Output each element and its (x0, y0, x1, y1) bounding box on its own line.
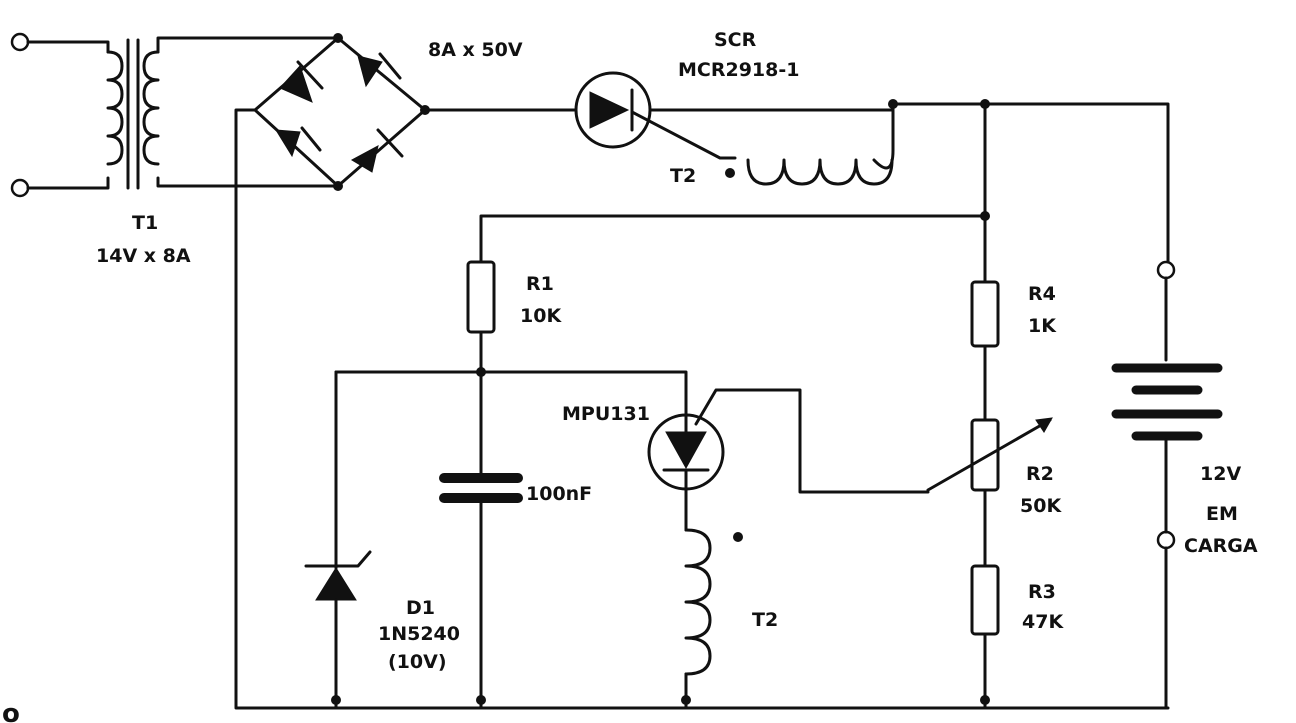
r3-value: 47K (1022, 611, 1064, 633)
corner-mark: o (2, 699, 20, 723)
mpu-name: MPU131 (562, 403, 650, 425)
r1-value: 10K (520, 305, 562, 327)
r4-value: 1K (1028, 315, 1057, 337)
t2-secondary-coil (725, 99, 898, 186)
r1-name: R1 (526, 273, 554, 295)
divider-column (926, 102, 1053, 710)
batt-voltage: 12V (1200, 463, 1241, 485)
capacitor (439, 370, 523, 710)
positive-rail (891, 102, 1170, 264)
r1-resistor (466, 214, 987, 377)
d1-name: D1 (406, 597, 435, 619)
scr-part: MCR2918-1 (678, 59, 799, 81)
d1-part: 1N5240 (378, 623, 460, 645)
t1-value: 14V x 8A (96, 245, 191, 267)
battery (1111, 260, 1223, 710)
r2-value: 50K (1020, 495, 1062, 517)
scr-name: SCR (714, 29, 757, 51)
put-mpu131 (647, 388, 930, 532)
t2-top-label: T2 (670, 165, 696, 187)
bridge-value: 8A x 50V (428, 39, 523, 61)
input-terminals (10, 32, 110, 198)
r3-name: R3 (1028, 581, 1056, 603)
zener-d1 (304, 370, 372, 710)
batt-state-2: CARGA (1184, 535, 1258, 557)
t1-name: T1 (132, 212, 158, 234)
scr (423, 71, 895, 160)
r2-name: R2 (1026, 463, 1054, 485)
trigger-node (334, 370, 688, 412)
bridge-rectifier (253, 33, 430, 191)
batt-state-1: EM (1206, 503, 1238, 525)
r4-name: R4 (1028, 283, 1056, 305)
d1-value: (10V) (388, 651, 447, 673)
t2-bottom-label: T2 (752, 609, 778, 631)
cap-value: 100nF (526, 483, 592, 505)
transformer-t1 (106, 36, 340, 190)
ground-rail (234, 108, 1170, 710)
t2-primary-coil (681, 528, 743, 710)
